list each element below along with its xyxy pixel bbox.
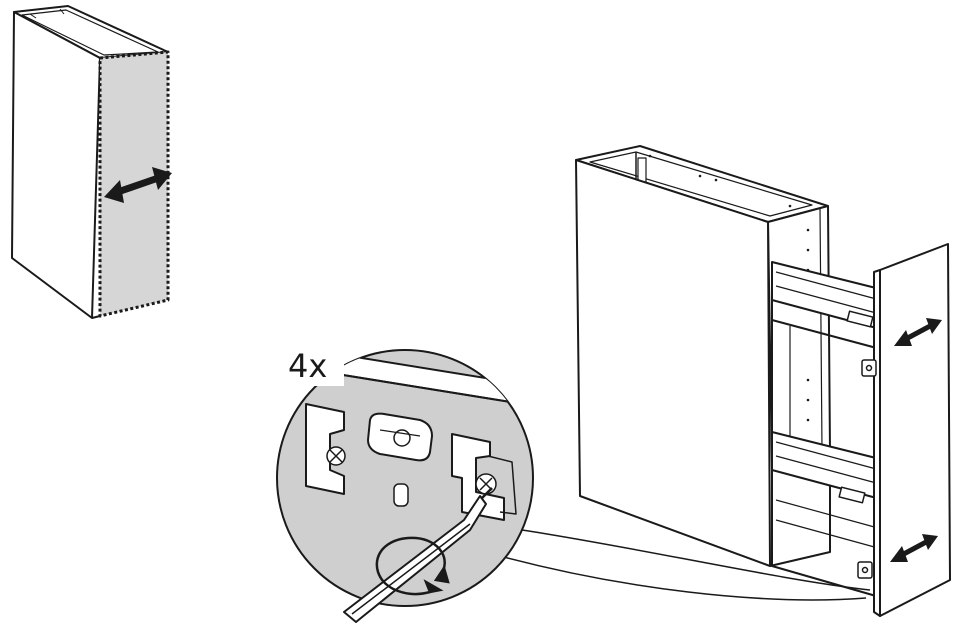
small-cabinet-side: [11, 11, 101, 319]
double-arrow-icon: [104, 167, 172, 203]
quantity-label: 4x: [288, 346, 344, 386]
double-arrow-icon: [890, 318, 942, 562]
zoom-callout-lines: [499, 529, 871, 601]
large-cabinet-side: [575, 159, 771, 567]
drawer-front-panel: [857, 243, 951, 617]
large-cabinet: [575, 145, 831, 567]
hinge-plate-icon: [857, 359, 877, 579]
rotation-arrow-icon: [375, 536, 450, 596]
screwdriver-icon: [343, 487, 493, 623]
small-cabinet: [11, 5, 170, 319]
